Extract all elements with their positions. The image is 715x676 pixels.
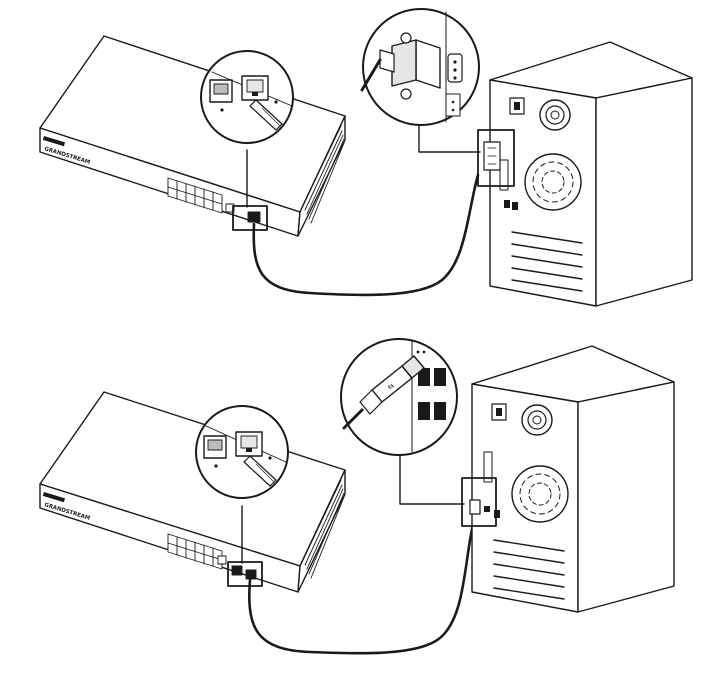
usb-socket-bottom (418, 402, 430, 420)
serial-port-highlight (477, 129, 515, 187)
drive-bays (493, 539, 565, 600)
cable-plug-zoom (243, 455, 277, 487)
usb-socket-top (418, 368, 430, 386)
network-switch: GRANDSTREAM (39, 35, 346, 237)
ethernet-ports (167, 533, 223, 570)
drive-bays (511, 231, 583, 292)
port-magnifier (195, 405, 289, 499)
usb-symbol-icon: ⇆ (386, 382, 396, 392)
vent-grille (302, 125, 345, 224)
usb-port-highlight (461, 477, 497, 527)
usb-console-port (245, 569, 257, 580)
usb-magnifier: ⇆ (340, 338, 458, 456)
brand-logo (42, 136, 66, 147)
brand-logo (42, 491, 66, 503)
thumb-screw-top (400, 32, 412, 44)
usb-port (484, 506, 490, 512)
usb-cable (248, 518, 476, 655)
serial-port (483, 451, 493, 483)
serial-magnifier (360, 8, 480, 126)
network-switch: GRANDSTREAM (39, 391, 346, 593)
console-port-highlight (232, 205, 268, 231)
figure-serial-connection: GRANDSTREAM (39, 8, 693, 307)
db9-plug (415, 39, 441, 89)
cable-plug-zoom (249, 99, 283, 131)
thumb-screw-bottom (400, 88, 412, 100)
desktop-pc (477, 41, 693, 307)
serial-port (499, 159, 509, 191)
console-cable (252, 173, 480, 297)
vent-grille (302, 479, 345, 579)
figure-usb-connection: GRANDSTREAM (39, 338, 675, 655)
sfp-port (217, 555, 227, 565)
port-magnifier (200, 50, 294, 144)
fan-grille (524, 153, 582, 211)
ethernet-ports (167, 177, 223, 214)
desktop-pc (461, 345, 675, 613)
zoom-leader-pc (418, 113, 481, 153)
zoom-leader-pc (399, 441, 465, 505)
console-port-highlight (227, 561, 263, 587)
console-port (247, 211, 261, 223)
fan-grille (511, 465, 569, 523)
sfp-port (225, 203, 235, 213)
console-port (231, 565, 243, 576)
